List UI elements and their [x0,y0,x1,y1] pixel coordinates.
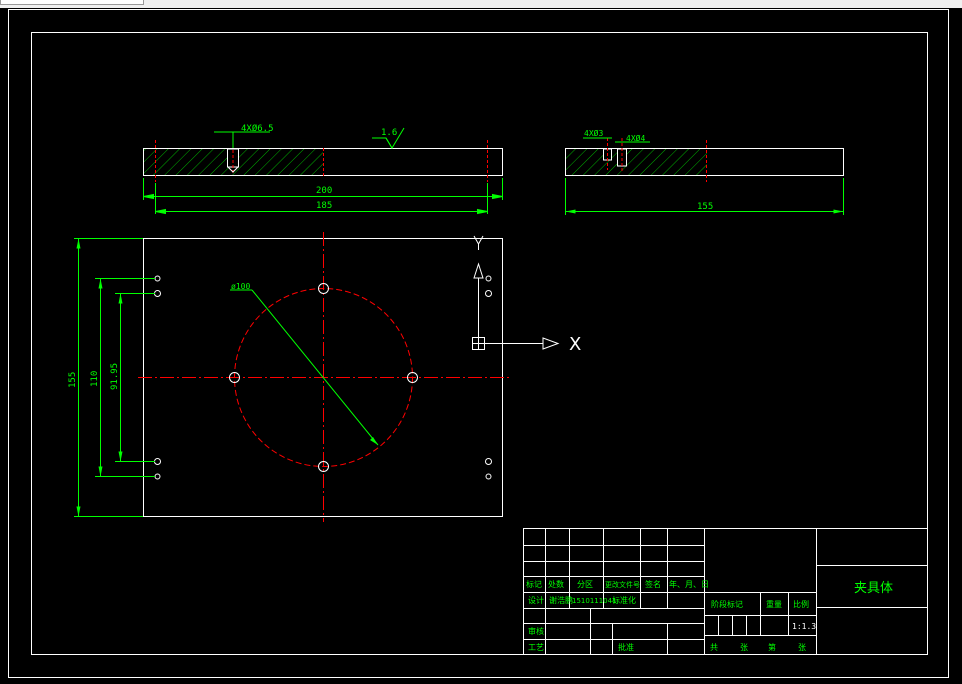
ucs-x-label: X [569,334,581,355]
horizontal-dimensions [143,178,503,215]
drawing-title: 夹具体 [854,581,893,596]
dim-200: 200 [316,186,332,196]
dim-155-horizontal: 155 [697,202,713,212]
hole-note-left: 4XØ6.5 [241,123,274,134]
tb-total-label: 共 [710,643,718,652]
dim-185: 185 [316,201,332,211]
plan-view [74,232,510,522]
tb-page-sheet-label: 张 [798,643,806,652]
tb-approve-label: 批准 [618,642,634,652]
hole-note-right-2: 4XØ4 [626,133,645,143]
tb-weight-label: 重量 [766,599,782,609]
roughness-value: 1.6 [381,128,397,138]
tb-label-signature: 签名 [645,579,661,589]
sheet-outer-border [8,9,949,678]
tb-label-count: 处数 [548,579,564,589]
window-top-bar [0,0,962,8]
tb-designer: 谢浩鹏 [549,595,573,605]
hole-note-right-1: 4XØ3 [584,128,603,138]
dim-91-95: 91.95 [110,363,120,390]
dim-155-vertical: 155 [68,372,78,388]
tb-review-label: 审核 [528,626,544,636]
tb-scale-label: 比例 [793,599,809,609]
window-tab[interactable] [0,0,144,5]
tb-label-change-doc: 更改文件号 [605,580,640,589]
tb-page-label: 第 [768,642,776,652]
dim-110: 110 [90,371,100,387]
tb-process-label: 工艺 [528,643,544,652]
tb-design-label: 设计 [528,595,544,605]
section-view-right [565,137,844,215]
title-block [523,528,928,655]
tb-student-id: 1510111041 [572,597,617,605]
tb-stage-label: 阶段标记 [711,599,743,609]
drawing-frame [31,32,928,655]
section-view-left [143,127,503,182]
tb-sheet-label: 张 [740,643,748,652]
ucs-icon [472,235,560,350]
dim-diameter-100: ø100 [231,282,250,291]
tb-scale-value: 1:1.3 [792,622,816,631]
tb-standardization: 标准化 [612,595,636,605]
title-block-text: 标记 处数 分区 更改文件号 签名 年、月、日 设计 谢浩鹏 151011104… [526,579,893,652]
tb-label-zone: 分区 [577,580,593,589]
tb-label-mark: 标记 [526,579,542,589]
tb-label-date: 年、月、日 [669,579,709,589]
